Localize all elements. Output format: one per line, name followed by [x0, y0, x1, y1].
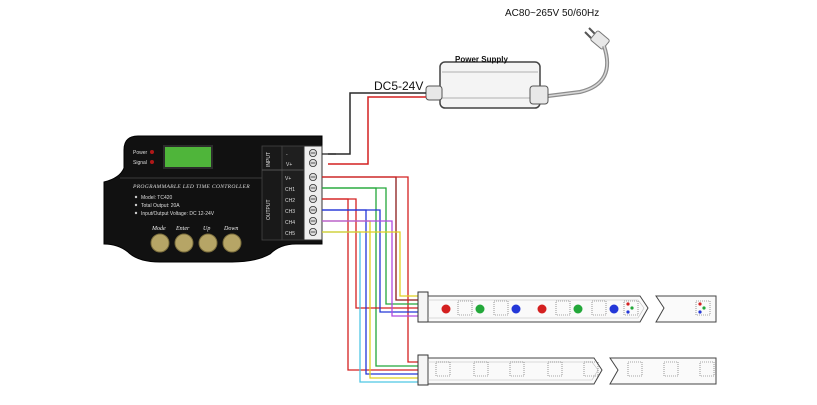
enter-button-label: Enter [175, 226, 190, 232]
power-supply [425, 61, 549, 109]
strip-white-chips [435, 361, 715, 377]
led-blue [698, 310, 702, 314]
led-chip [435, 361, 451, 377]
wire-ch5-cyan [322, 231, 420, 383]
signal-led-label: Signal [133, 160, 147, 166]
lcd-screen [163, 145, 213, 169]
output-group-label: OUTPUT [266, 199, 272, 220]
wire-vplus-strip1 [322, 176, 420, 301]
wire-ch5-yellow [322, 231, 420, 297]
output-terminal-5: CH5 [285, 231, 295, 237]
led-chip [547, 361, 563, 377]
led-blue [511, 304, 521, 314]
controller-buttons: Mode Enter Up Down [150, 226, 242, 253]
spec-voltage: Input/Output Voltage: DC 12-24V [141, 211, 215, 217]
wire-vplus-strip2 [322, 176, 420, 363]
led-chip [509, 361, 525, 377]
dc-wire-red [328, 96, 426, 165]
wire-ch3-blue-2 [322, 209, 420, 375]
spec-output: Total Output: 20A [141, 203, 180, 209]
led-green [475, 304, 485, 314]
ac-input-label: AC80~265V 50/60Hz [505, 8, 599, 19]
led-green [630, 306, 634, 310]
wire-ch1-green-1 [322, 187, 420, 305]
led-chip [699, 361, 715, 377]
led-green [573, 304, 583, 314]
wire-ch1-green-2 [322, 187, 420, 367]
led-strip-white [417, 354, 717, 386]
up-button[interactable] [198, 233, 218, 253]
led-red [626, 302, 630, 306]
led-red [537, 304, 547, 314]
led-chip [627, 361, 643, 377]
led-chip [457, 300, 473, 316]
controller-title: PROGRAMMABLE LED TIME CONTROLLER [132, 184, 250, 190]
up-button-label: Up [203, 226, 210, 232]
led-chip [695, 300, 711, 316]
led-red [441, 304, 451, 314]
input-terminal-0: - [286, 152, 288, 158]
mode-button[interactable] [150, 233, 170, 253]
strip-rgb-chips [457, 300, 711, 316]
enter-button[interactable] [174, 233, 194, 253]
led-chip [473, 361, 489, 377]
led-strip-rgb [417, 291, 717, 323]
output-terminal-1: CH1 [285, 187, 295, 193]
input-terminal-1: V+ [286, 162, 292, 168]
led-chip [583, 361, 599, 377]
input-group-label: INPUT [266, 152, 272, 167]
led-chip [555, 300, 571, 316]
down-button[interactable] [222, 233, 242, 253]
led-chip [591, 300, 607, 316]
wire-ch4-purple [322, 220, 420, 317]
down-button-label: Down [223, 226, 238, 232]
led-chip [623, 300, 639, 316]
led-blue [626, 310, 630, 314]
terminal-panel [261, 145, 323, 241]
power-led [150, 150, 154, 154]
wire-ch3-blue-1 [322, 209, 420, 313]
led-chip [663, 361, 679, 377]
wire-ch2-red-1 [322, 198, 420, 309]
led-blue [609, 304, 619, 314]
ac-cable [547, 45, 610, 98]
spec-model: Model: TC420 [141, 195, 173, 201]
output-terminal-3: CH3 [285, 209, 295, 215]
led-chip [493, 300, 509, 316]
signal-led [150, 160, 154, 164]
power-led-label: Power [133, 150, 148, 156]
wire-ch2-red-2 [322, 198, 420, 371]
output-wires [322, 153, 420, 383]
terminal-screws [308, 148, 317, 236]
dc-output-label: DC5-24V [374, 79, 423, 93]
output-terminal-0: V+ [285, 176, 291, 182]
led-green [702, 306, 706, 310]
output-terminal-4: CH4 [285, 220, 295, 226]
power-supply-title: Power Supply [455, 55, 508, 64]
output-terminal-2: CH2 [285, 198, 295, 204]
led-red [698, 302, 702, 306]
dc-wire-black [328, 92, 426, 155]
mode-button-label: Mode [151, 226, 166, 232]
ac-plug-icon [584, 27, 610, 50]
